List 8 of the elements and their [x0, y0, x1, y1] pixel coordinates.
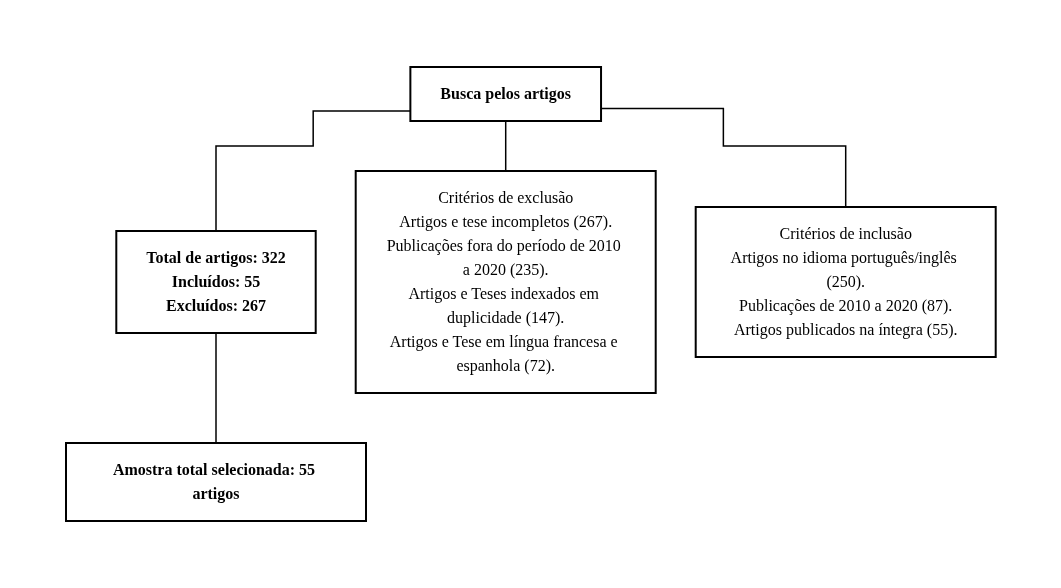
node-box: Critérios de exclusão Artigos e tese incompletos (267). Publicações fora do período de 2010 a 2020 (235). Artigos e Teses indexados em duplicidade (147). Artigos e Tese em língua francesa e espanhola (72). — [354, 170, 657, 394]
connector — [504, 120, 507, 172]
node-box: Busca pelos artigos — [409, 66, 602, 122]
node-box: Total de artigos: 322 Incluídos: 55 Excluídos: 267 — [114, 230, 317, 334]
node-box: Amostra total selecionada: 55 artigos — [64, 442, 367, 522]
connector — [214, 110, 411, 232]
node-box: Critérios de inclusão Artigos no idioma português/inglês (250). Publicações de 2010 a 2020 (87). Artigos publicados na íntegra (55). — [694, 206, 997, 358]
connector — [214, 332, 217, 444]
